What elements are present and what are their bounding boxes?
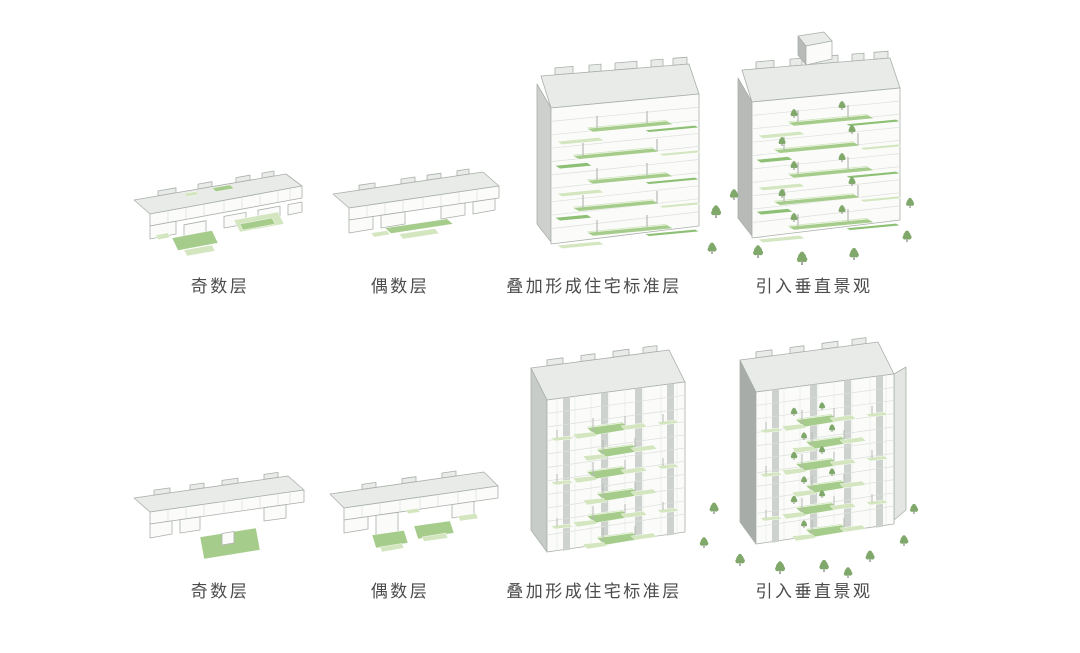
figure-odd-floor-slab-row2 [126, 452, 316, 572]
even-floor-slab-diagram-2 [329, 470, 499, 553]
figure-landscape-tower-row2 [698, 322, 923, 582]
caption-odd-floors-row1: 奇数层 [190, 277, 250, 296]
landscape-tower-diagram [707, 31, 915, 265]
figure-stacked-tower-row1 [527, 32, 717, 267]
figure-even-floor-slab-row2 [318, 448, 513, 568]
figure-odd-floor-slab-row1 [128, 152, 318, 267]
even-floor-slab-diagram [332, 168, 500, 240]
caption-stacked-tower-row2: 叠加形成住宅标准层 [506, 582, 682, 601]
odd-floor-slab-diagram [133, 170, 303, 257]
caption-landscape-tower-row1: 引入垂直景观 [755, 277, 873, 296]
odd-floor-slab-diagram-2 [133, 471, 305, 560]
caption-even-floors-row2: 偶数层 [370, 582, 430, 601]
figure-stacked-tower-row2 [517, 336, 712, 576]
caption-even-floors-row1: 偶数层 [370, 277, 430, 296]
caption-stacked-tower-row1: 叠加形成住宅标准层 [506, 277, 682, 296]
caption-landscape-tower-row2: 引入垂直景观 [755, 582, 873, 601]
figure-even-floor-slab-row1 [323, 150, 513, 265]
figure-landscape-tower-row1 [702, 22, 917, 267]
landscape-tower-diagram-2 [699, 322, 919, 578]
stacked-tower-diagram-2 [517, 336, 712, 576]
caption-odd-floors-row2: 奇数层 [190, 582, 250, 601]
stacked-tower-diagram [527, 32, 717, 267]
